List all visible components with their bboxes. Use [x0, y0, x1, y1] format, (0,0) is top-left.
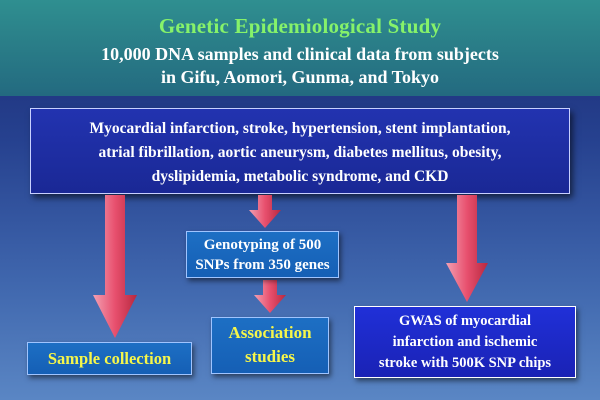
gwas-line-1: GWAS of myocardial — [398, 313, 532, 329]
association-box: Association studies — [211, 317, 329, 374]
page-title: Genetic Epidemiological Study — [158, 14, 442, 38]
gwas-line-2: infarction and ischemic — [392, 334, 538, 350]
arrow-to-gwas — [446, 195, 488, 302]
genotyping-line-1: Genotyping of 500 — [203, 237, 322, 253]
arrow-to-association — [254, 280, 286, 313]
gwas-box: GWAS of myocardial infarction and ischem… — [354, 306, 576, 378]
title-banner: Genetic Epidemiological Study 10,000 DNA… — [0, 0, 600, 96]
arrow-to-sample-collection — [93, 195, 137, 338]
diseases-line-1: Myocardial infarction, stroke, hypertens… — [89, 120, 511, 137]
association-line-2: studies — [244, 347, 296, 366]
arrow-to-genotyping — [249, 195, 281, 228]
association-line-1: Association — [228, 323, 312, 342]
gwas-line-3: stroke with 500K SNP chips — [378, 355, 552, 371]
subtitle-line-1: 10,000 DNA samples and clinical data fro… — [101, 44, 499, 64]
diseases-line-3: dyslipidemia, metabolic syndrome, and CK… — [151, 168, 449, 185]
diseases-box: Myocardial infarction, stroke, hypertens… — [30, 108, 570, 194]
sample-collection-label: Sample collection — [47, 349, 172, 368]
genotyping-box: Genotyping of 500 SNPs from 350 genes — [186, 231, 339, 278]
genotyping-line-2: SNPs from 350 genes — [195, 257, 330, 273]
subtitle-line-2: in Gifu, Aomori, Gunma, and Tokyo — [160, 67, 440, 87]
diseases-line-2: atrial fibrillation, aortic aneurysm, di… — [98, 144, 502, 161]
sample-collection-box: Sample collection — [27, 342, 192, 375]
